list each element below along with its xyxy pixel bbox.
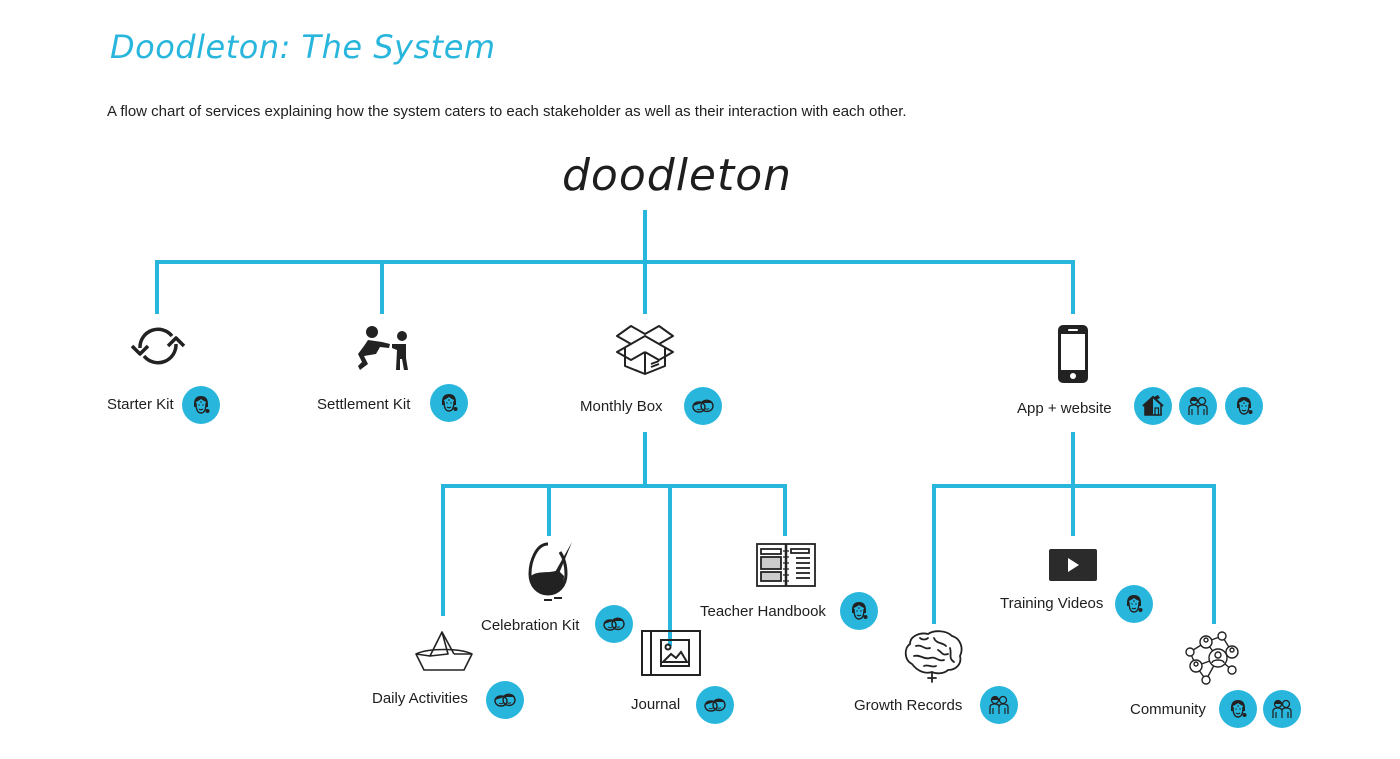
open-box-icon (613, 322, 677, 376)
node-label-settlement-kit: Settlement Kit (317, 396, 411, 413)
children-badge-icon (595, 605, 633, 643)
open-handbook-icon (756, 543, 816, 587)
network-people-icon (1182, 630, 1246, 686)
parents-badge-icon (980, 686, 1018, 724)
children-badge-icon (486, 681, 524, 719)
parents-badge-icon (1263, 690, 1301, 728)
teacher-badge-icon (1115, 585, 1153, 623)
page-title: Doodleton: The System (110, 28, 496, 66)
children-badge-icon (684, 387, 722, 425)
paper-boat-icon (414, 630, 474, 674)
node-label-teacher-handbook: Teacher Handbook (700, 603, 826, 620)
node-label-celebration-kit: Celebration Kit (481, 617, 580, 634)
teacher-badge-icon (430, 384, 468, 422)
node-label-community: Community (1130, 701, 1206, 718)
page-description: A flow chart of services explaining how … (107, 103, 907, 120)
teacher-badge-icon (1225, 387, 1263, 425)
root-node-doodleton: doodleton (562, 150, 793, 201)
teacher-badge-icon (1219, 690, 1257, 728)
adult-child-icon (354, 324, 412, 374)
node-label-daily-activities: Daily Activities (372, 690, 468, 707)
node-label-journal: Journal (631, 696, 681, 713)
smartphone-icon (1056, 324, 1090, 384)
painted-egg-icon (528, 540, 578, 604)
refresh-cycle-icon (128, 318, 188, 374)
school-badge-icon (1134, 387, 1172, 425)
brain-icon (902, 628, 964, 684)
node-label-training-videos: Training Videos (1000, 595, 1104, 612)
node-label-starter-kit: Starter Kit (107, 396, 174, 413)
teacher-badge-icon (182, 386, 220, 424)
node-label-app-website: App + website (1017, 400, 1112, 417)
children-badge-icon (696, 686, 734, 724)
parents-badge-icon (1179, 387, 1217, 425)
photo-journal-icon (641, 630, 701, 676)
node-label-monthly-box: Monthly Box (580, 398, 663, 415)
teacher-badge-icon (840, 592, 878, 630)
video-play-icon (1048, 548, 1098, 582)
node-label-growth-records: Growth Records (854, 697, 963, 714)
